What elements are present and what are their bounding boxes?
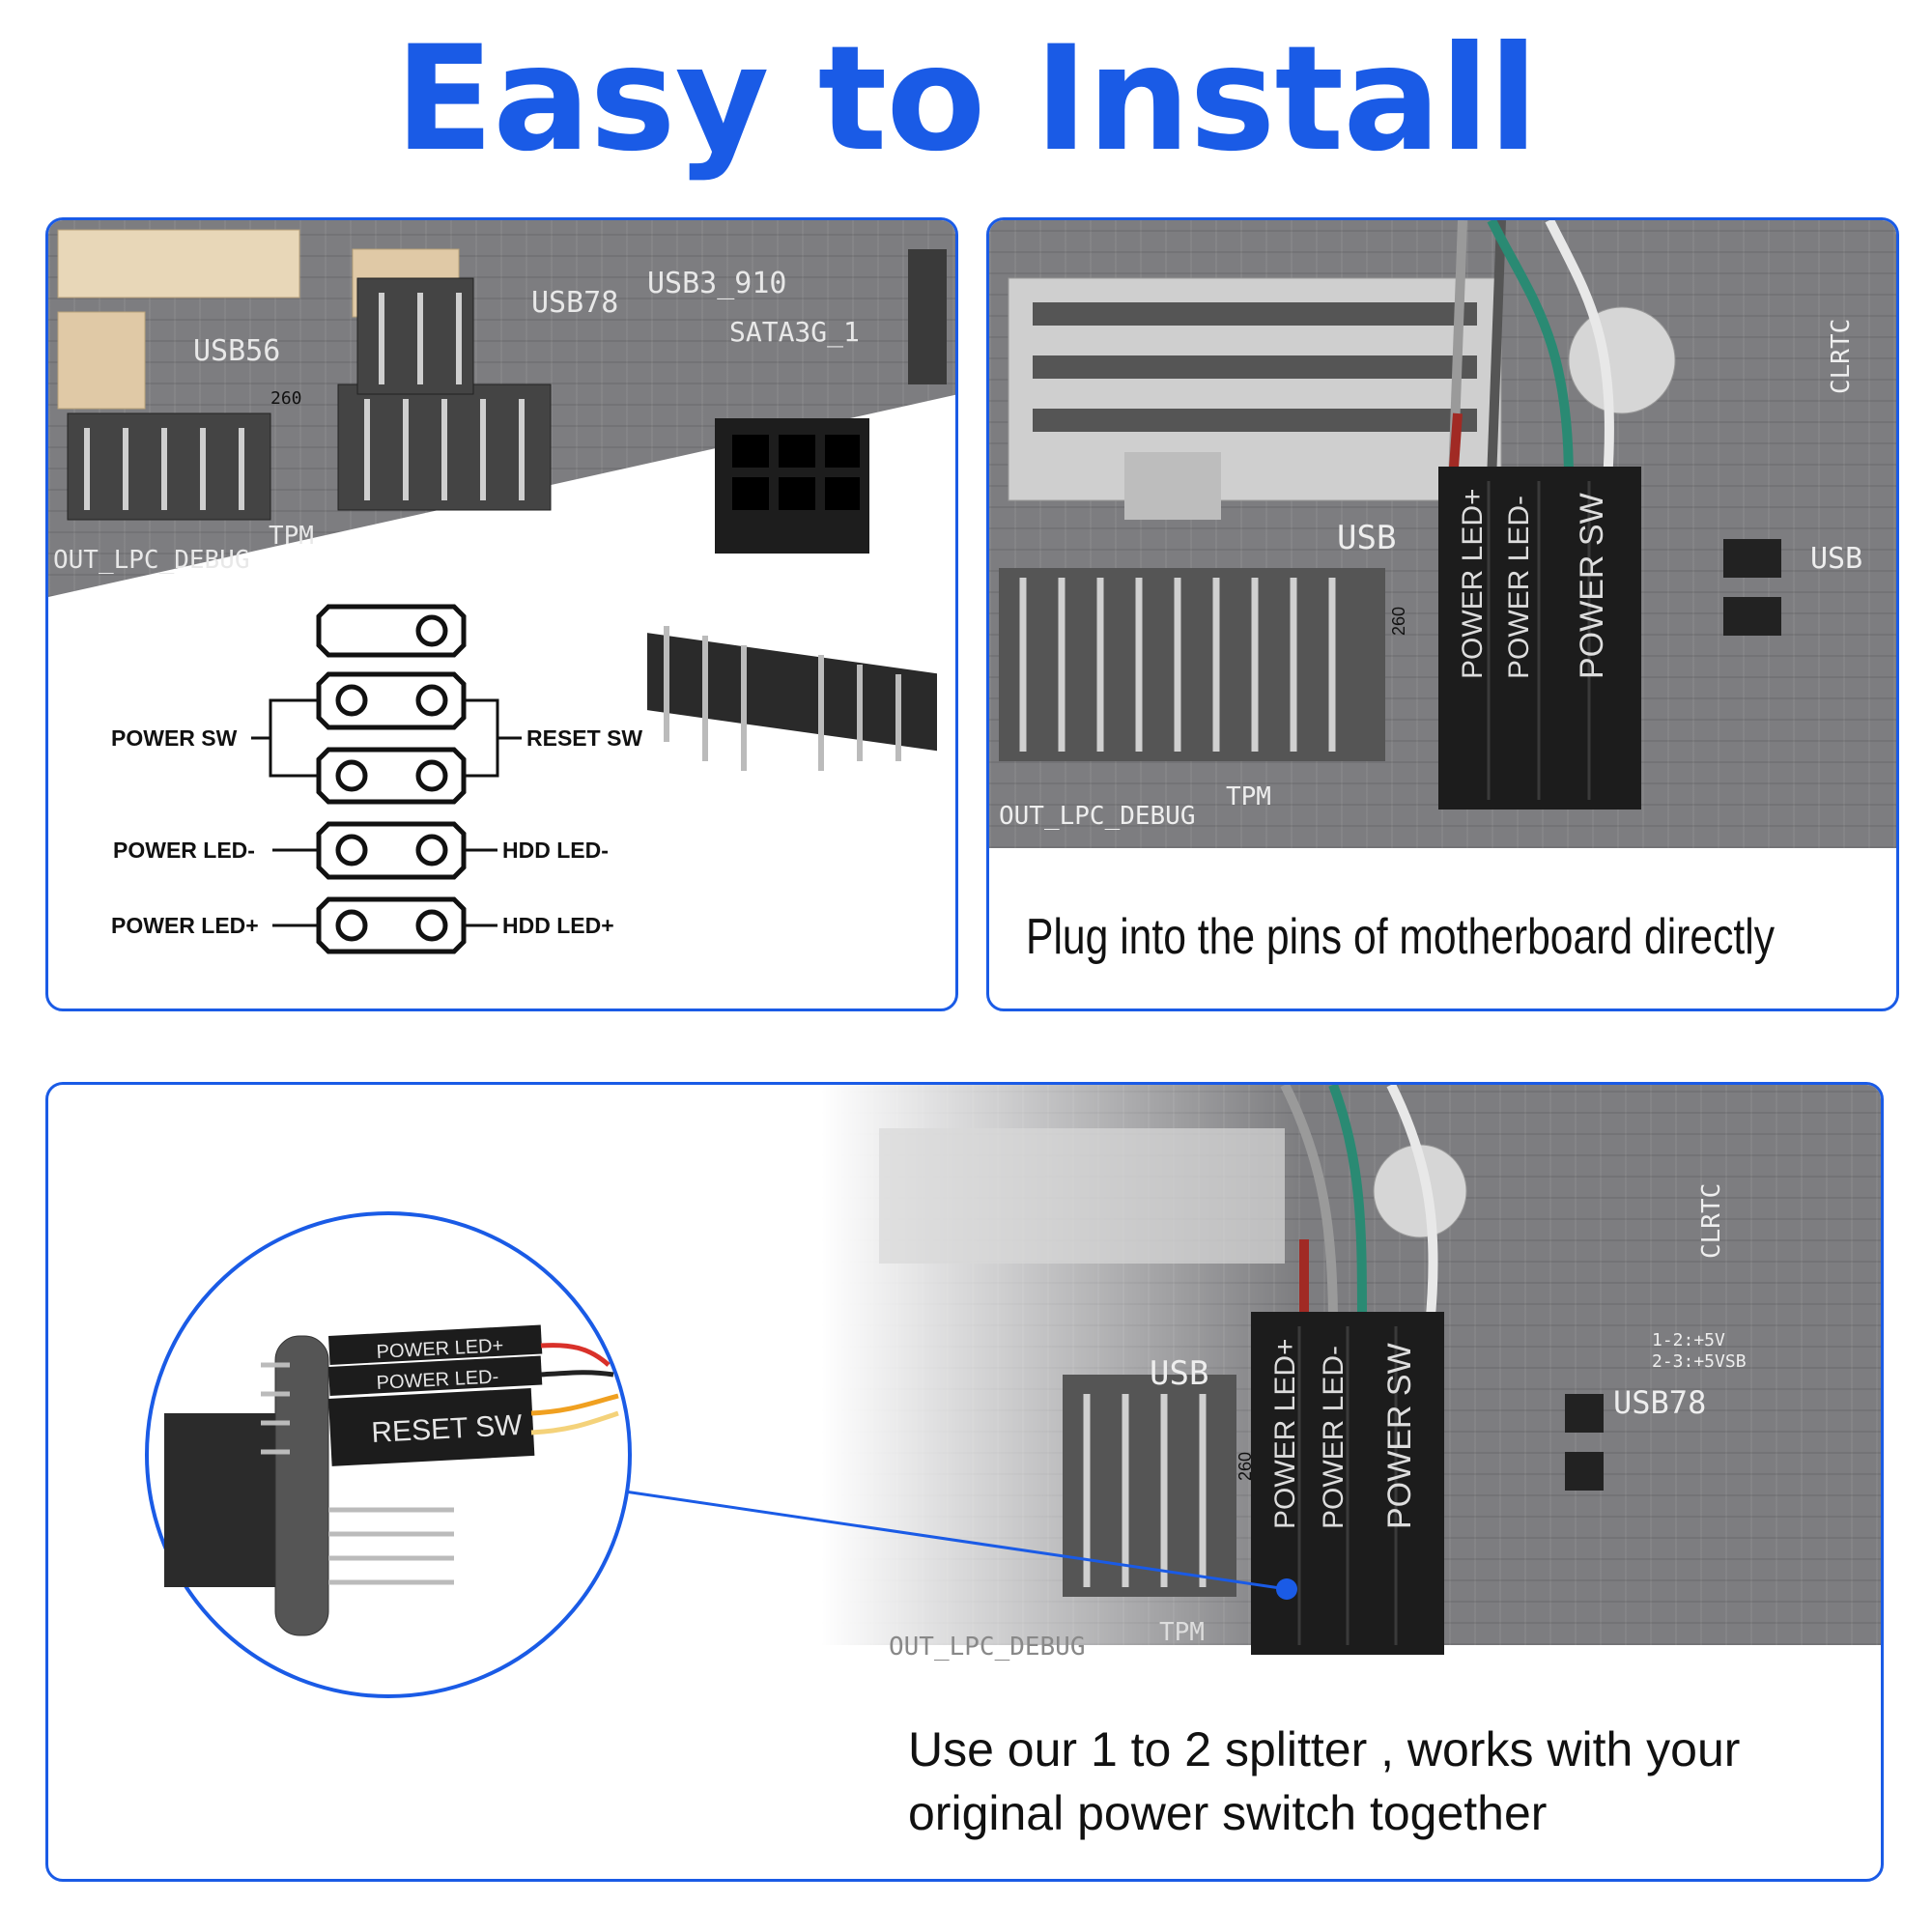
board-label-debug: OUT_LPC_DEBUG (999, 802, 1196, 831)
board-label-260: 260 (1389, 607, 1408, 636)
label-hdd-led-minus: HDD LED- (502, 838, 609, 863)
connector-label-power-led-plus: POWER LED+ (1457, 488, 1489, 679)
board-label-usb-right: USB (1810, 542, 1862, 576)
board-label-usb: USB (1150, 1354, 1208, 1393)
adapter-connector (647, 418, 937, 771)
board-label-260: 260 (1236, 1452, 1255, 1481)
board-label-clrtc: CLRTC (1697, 1183, 1726, 1259)
board-label-usb78: USB78 (1613, 1384, 1706, 1421)
plug-graphic: POWER LED+ POWER LED- POWER SW USB OUT_L… (999, 220, 1862, 831)
plug-caption: Plug into the pins of motherboard direct… (1026, 909, 1776, 965)
board-label-tpm: TPM (1226, 782, 1271, 811)
board-label-5v: 1-2:+5V (1652, 1330, 1725, 1350)
label-power-led-minus: POWER LED- (113, 838, 255, 863)
connector-label-power-led-minus: POWER LED- (1318, 1346, 1350, 1529)
pin-diagram-graphic: USB56 USB78 USB3_910 SATA3G_1 OUT_LPC_DE… (53, 229, 947, 954)
label-power-led-plus: POWER LED+ (111, 913, 259, 938)
board-label-tpm: TPM (269, 522, 314, 551)
connector-label-power-sw: POWER SW (1574, 493, 1610, 679)
board-label-usb56: USB56 (193, 334, 280, 368)
page-title: Easy to Install (394, 15, 1539, 184)
connector-label-power-led-minus: POWER LED- (1503, 496, 1535, 679)
pointer-dot (1276, 1578, 1297, 1600)
board-label-260: 260 (270, 388, 302, 409)
zoom-label-reset-sw: RESET SW (371, 1409, 524, 1449)
plug-in-panel: POWER LED+ POWER LED- POWER SW USB OUT_L… (986, 217, 1899, 1011)
label-reset-sw: RESET SW (526, 725, 643, 751)
splitter-panel: POWER LED+ POWER LED- POWER SW USB OUT_L… (45, 1082, 1884, 1882)
board-label-5vsb: 2-3:+5VSB (1652, 1351, 1747, 1372)
splitter-caption-line-1: Use our 1 to 2 splitter , works with you… (908, 1722, 1741, 1776)
connector-label-power-sw: POWER SW (1381, 1343, 1418, 1529)
board-label-debug: OUT_LPC_DEBUG (889, 1633, 1086, 1662)
pin-diagram-panel: USB56 USB78 USB3_910 SATA3G_1 OUT_LPC_DE… (45, 217, 958, 1011)
board-label-usb78: USB78 (531, 286, 618, 320)
board-label-usb: USB (1337, 519, 1396, 557)
connector-label-power-led-plus: POWER LED+ (1269, 1338, 1301, 1529)
board-label-tpm: TPM (1159, 1618, 1205, 1647)
label-hdd-led-plus: HDD LED+ (502, 913, 614, 938)
label-power-sw: POWER SW (111, 725, 238, 751)
board-label-sata: SATA3G_1 (729, 316, 860, 349)
splitter-caption: Use our 1 to 2 splitter , works with you… (908, 1718, 1855, 1845)
board-label-debug: OUT_LPC_DEBUG (53, 546, 250, 575)
splitter-graphic: POWER LED+ POWER LED- POWER SW USB OUT_L… (145, 1085, 1747, 1698)
splitter-adapter (164, 1324, 619, 1636)
pin-diagram (251, 604, 522, 954)
board-label-clrtc: CLRTC (1827, 319, 1856, 394)
splitter-caption-line-2: original power switch together (908, 1786, 1548, 1840)
board-label-usb3: USB3_910 (647, 267, 787, 300)
